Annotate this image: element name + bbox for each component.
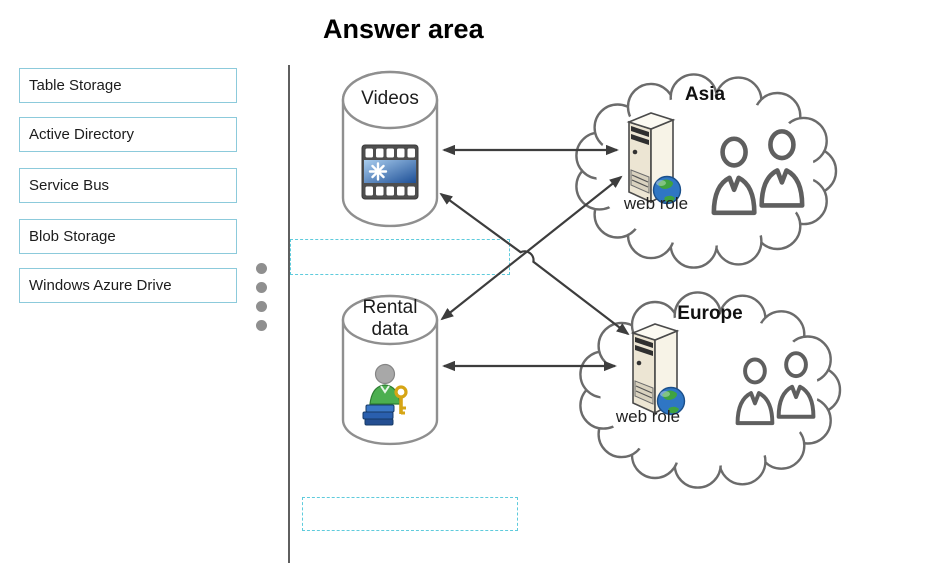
page-title: Answer area bbox=[323, 14, 484, 44]
option-blob-storage[interactable]: Blob Storage bbox=[19, 219, 237, 254]
option-table-storage[interactable]: Table Storage bbox=[19, 68, 237, 103]
rental-data-label: Rental data bbox=[362, 297, 418, 340]
asia-web-role-label: web role bbox=[623, 194, 689, 213]
europe-web-role-label: web role bbox=[615, 407, 681, 426]
person-key-icon bbox=[362, 363, 408, 426]
asia-region-label: Asia bbox=[684, 84, 726, 105]
dot-icon bbox=[256, 301, 267, 312]
film-strip-icon bbox=[361, 144, 419, 200]
dots-indicator bbox=[256, 263, 268, 339]
asia-users-icon bbox=[714, 131, 802, 212]
europe-server-icon bbox=[632, 323, 686, 416]
videos-label: Videos bbox=[361, 88, 419, 109]
drop-target-2[interactable] bbox=[302, 497, 518, 531]
option-service-bus[interactable]: Service Bus bbox=[19, 168, 237, 203]
europe-users-icon bbox=[735, 351, 816, 426]
asia-server-icon bbox=[628, 112, 682, 205]
dot-icon bbox=[256, 263, 267, 274]
option-active-directory[interactable]: Active Directory bbox=[19, 117, 237, 152]
europe-region-label: Europe bbox=[677, 303, 743, 324]
divider-line bbox=[288, 65, 290, 563]
drop-target-1[interactable] bbox=[290, 239, 510, 275]
option-windows-azure-drive[interactable]: Windows Azure Drive bbox=[19, 268, 237, 303]
dot-icon bbox=[256, 282, 267, 293]
dot-icon bbox=[256, 320, 267, 331]
